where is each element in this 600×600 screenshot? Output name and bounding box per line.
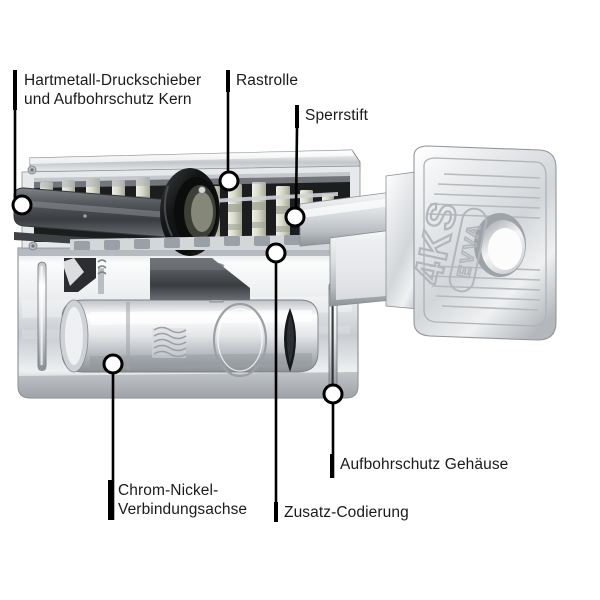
axle-knurl (152, 326, 187, 358)
callout-label-zusatz-codierung: Zusatz-Codierung (284, 503, 409, 522)
callout-label-line: Hartmetall-Druckschieber (24, 72, 202, 89)
callout-dot (218, 170, 240, 192)
callout-label-line: Chrom-Nickel- (118, 482, 219, 499)
callout-label-hartmetall: Hartmetall-Druckschieber und Aufbohrschut… (24, 71, 201, 109)
pin-stack (252, 182, 266, 238)
cam-wedge (62, 258, 250, 300)
callout-label-line: Sperrstift (305, 107, 369, 124)
callout-hartmetall (11, 70, 33, 216)
callout-label-line: und Aufbohrschutz Kern (24, 91, 192, 108)
callout-dot (265, 242, 287, 264)
key-bow-ribs-top (427, 173, 541, 219)
callout-dot (322, 383, 344, 405)
callout-sperrstift (284, 105, 306, 228)
leader-line (294, 127, 299, 211)
key-hole (474, 213, 526, 277)
additional-coding-slot (284, 308, 296, 372)
callout-dot (284, 206, 306, 228)
callout-label-line: Aufbohrschutz Gehäuse (340, 456, 509, 473)
callout-label-line: Rastrolle (236, 72, 299, 89)
callout-aufbohrschutz-gehaeuse (322, 383, 344, 478)
callout-label-line: Verbindungsachse (118, 501, 248, 518)
callout-zusatz-codierung (265, 242, 287, 522)
callout-label-chrom-nickel: Chrom-Nickel- Verbindungsachse (118, 481, 247, 519)
callout-label-sperrstift: Sperrstift (305, 106, 368, 125)
callout-dot (11, 194, 33, 216)
key: 4KS EVVA (299, 145, 557, 341)
callout-chrom-nickel (102, 353, 124, 520)
callout-dot (102, 353, 124, 375)
chrome-nickel-axle (59, 299, 319, 378)
callout-label-line: Zusatz-Codierung (284, 504, 409, 521)
callout-rastrolle (218, 70, 240, 192)
anti-drill-pin-left (37, 261, 47, 371)
callout-layer (11, 70, 344, 522)
callout-label-rastrolle: Rastrolle (236, 71, 298, 90)
callout-label-aufbohrschutz-gehaeuse: Aufbohrschutz Gehäuse (340, 455, 508, 474)
pin-stack (228, 184, 242, 238)
